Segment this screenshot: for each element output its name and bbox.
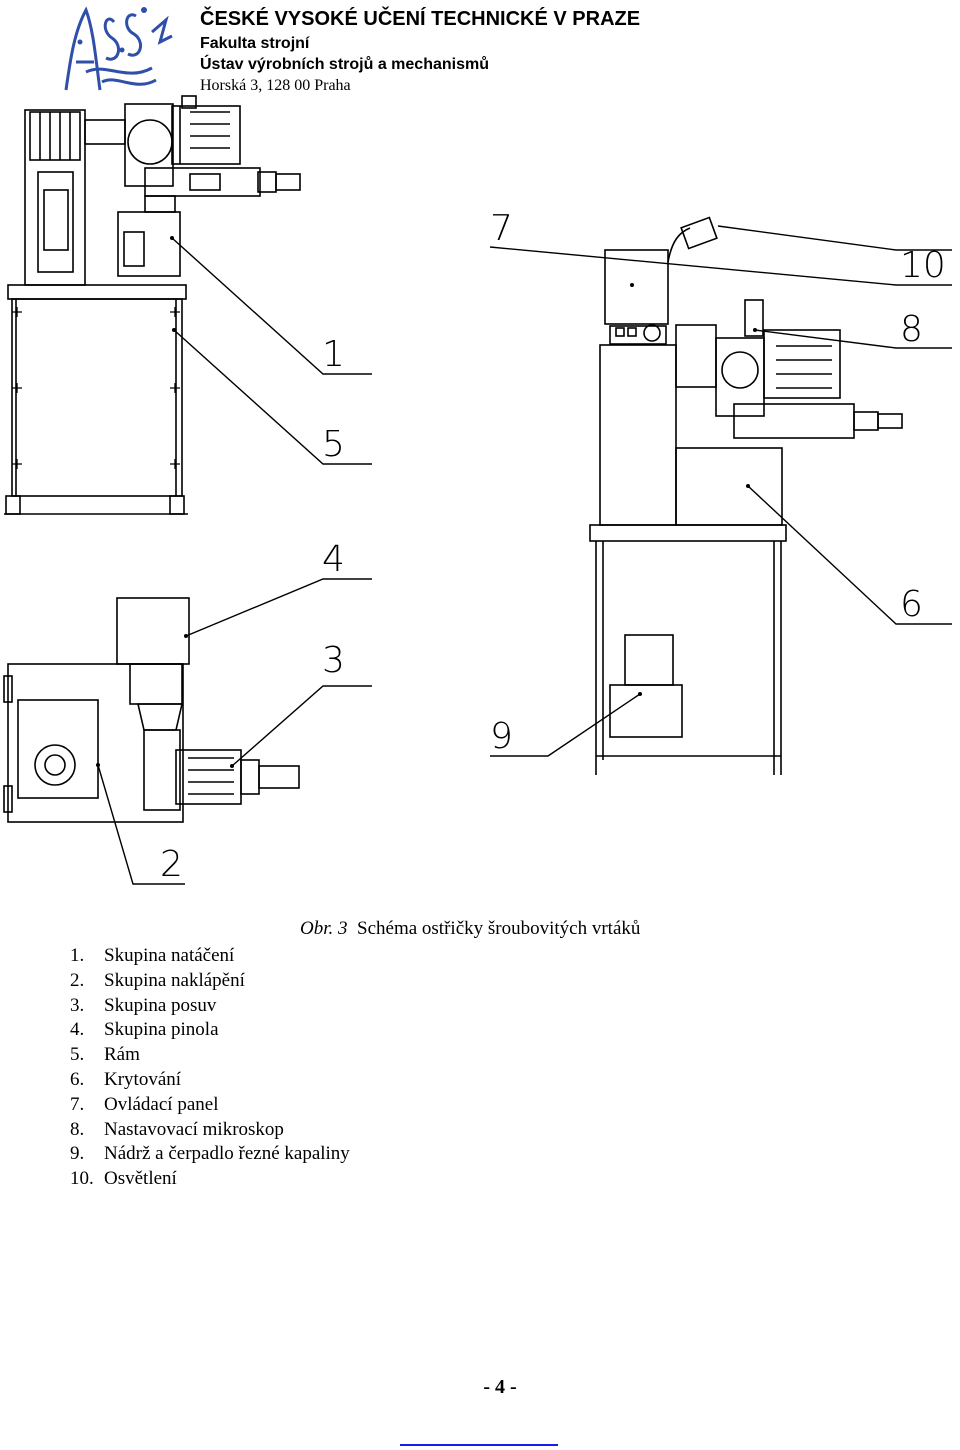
- address: Horská 3, 128 00 Praha: [200, 77, 351, 94]
- callout-8: 8: [900, 309, 923, 350]
- callout-1: 1: [322, 334, 345, 375]
- legend-item: 5.Rám: [70, 1044, 140, 1066]
- callout-5: 5: [322, 424, 345, 465]
- legend-item: 1.Skupina natáčení: [70, 945, 235, 966]
- legend-item: 8.Nastavovací mikroskop: [70, 1118, 284, 1140]
- callout-4: 4: [322, 539, 345, 580]
- figure-caption-prefix: Obr. 3: [300, 918, 348, 939]
- legend-item: 7.Ovládací panel: [70, 1093, 219, 1115]
- machine-front-view: [589, 216, 903, 775]
- footer-rule: [400, 1444, 558, 1446]
- callout-leaders: [97, 225, 952, 885]
- machine-schematic: 1 2 3 4 5 6 7 8 9 10: [3, 95, 952, 885]
- legend-item: 6.Krytování: [70, 1068, 182, 1090]
- university-name: ČESKÉ VYSOKÉ UČENÍ TECHNICKÉ V PRAZE: [200, 8, 641, 30]
- callout-3: 3: [322, 640, 345, 681]
- figure-caption: Obr. 3 Schéma ostřičky šroubovitých vrtá…: [300, 918, 640, 940]
- legend-item: 9.Nádrž a čerpadlo řezné kapaliny: [70, 1143, 350, 1165]
- rotation-group-top-view: [24, 95, 301, 286]
- legend-item: 10.Osvětlení: [70, 1168, 177, 1190]
- callout-2: 2: [160, 844, 183, 885]
- callout-10: 10: [900, 245, 946, 286]
- university-logo: [64, 6, 173, 91]
- faculty-name: Fakulta strojní: [200, 35, 310, 52]
- institute-name: Ústav výrobních strojů a mechanismů: [200, 56, 489, 73]
- callout-9: 9: [490, 716, 513, 757]
- frame-top-view: [4, 284, 188, 515]
- callout-numbers: 1 2 3 4 5 6 7 8 9 10: [160, 208, 946, 885]
- callout-7: 7: [490, 208, 513, 249]
- machine-side-view: [3, 597, 300, 823]
- callout-6: 6: [900, 584, 923, 625]
- page-number: - 4 -: [483, 1376, 517, 1398]
- legend-item: 2.Skupina naklápění: [70, 969, 245, 991]
- parts-legend: 1.Skupina natáčení 2.Skupina naklápění 3…: [70, 944, 350, 1192]
- legend-item: 3.Skupina posuv: [70, 994, 217, 1016]
- legend-item: 4.Skupina pinola: [70, 1019, 219, 1041]
- figure-caption-text: Schéma ostřičky šroubovitých vrtáků: [357, 918, 641, 939]
